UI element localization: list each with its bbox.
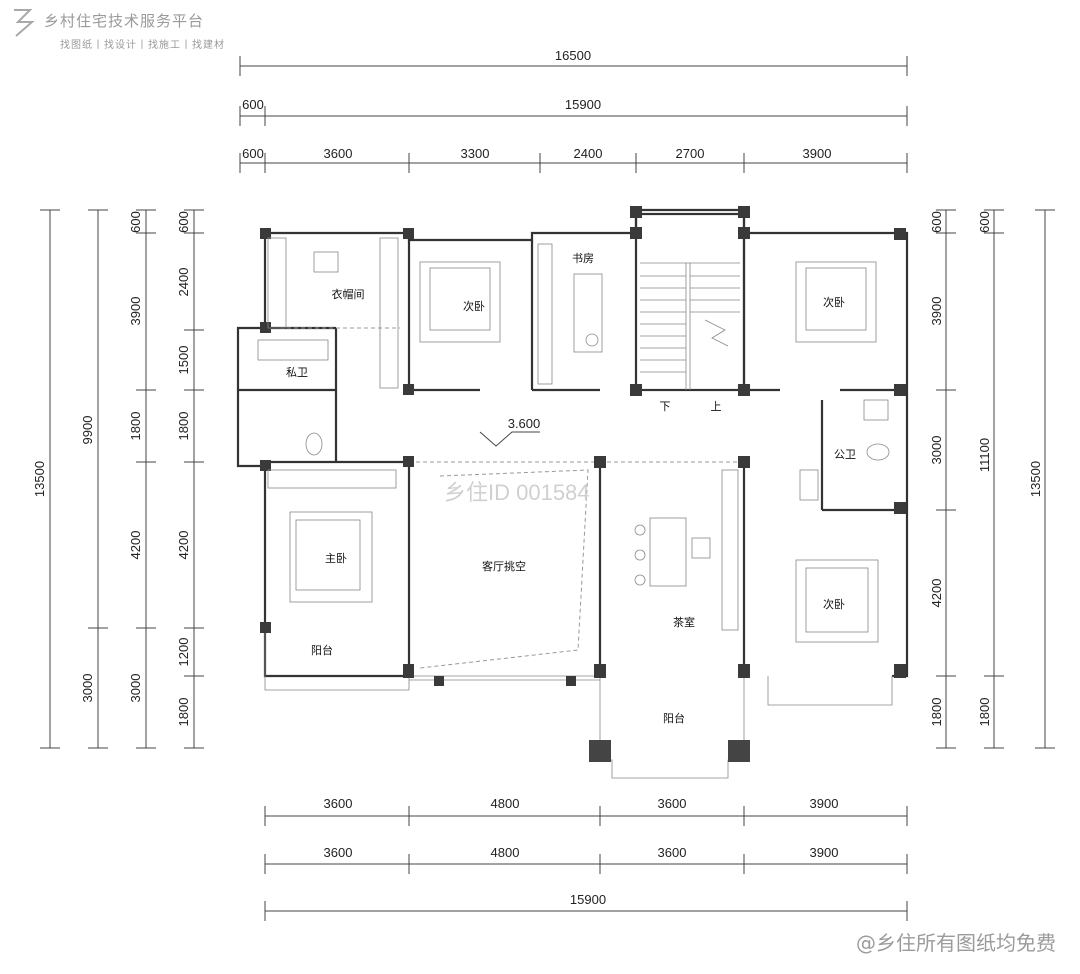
dim-left-inner-0: 600 — [176, 211, 191, 233]
room-label-bedroom-c: 次卧 — [823, 597, 845, 611]
dim-right-mid-0: 600 — [977, 211, 992, 233]
room-label-bedroom-b: 次卧 — [823, 295, 845, 309]
dim-bottom-row1-3: 3900 — [810, 796, 839, 811]
dim-left-outer: 13500 — [32, 461, 47, 497]
dim-right-inner-2: 3000 — [929, 436, 944, 465]
dim-right-inner-1: 3900 — [929, 297, 944, 326]
dim-bottom-row1-0: 3600 — [324, 796, 353, 811]
brand-logo-icon — [14, 9, 35, 37]
dim-top-third-1: 3600 — [324, 146, 353, 161]
brand-header: 乡村住宅技术服务平台 找图纸丨找设计丨找施工丨找建材 — [14, 9, 225, 51]
dim-top-total: 16500 — [555, 48, 591, 63]
dim-right-inner-3: 4200 — [929, 579, 944, 608]
dim-right-inner-4: 1800 — [929, 698, 944, 727]
top-dimensions: 16500 600 15900 600 3600 3300 2400 2700 … — [239, 48, 908, 173]
dim-left-col3-0: 600 — [128, 211, 143, 233]
room-label-private-bath: 私卫 — [286, 366, 308, 379]
dim-left-mid: 9900 — [80, 416, 95, 445]
dim-bottom-row2-2: 3600 — [658, 845, 687, 860]
bottom-dimensions: 3600 4800 3600 3900 3600 4800 3600 3900 … — [264, 796, 908, 921]
dim-left-inner-2: 1500 — [176, 346, 191, 375]
room-label-master: 主卧 — [325, 552, 347, 565]
dim-left-col3-2: 1800 — [128, 412, 143, 441]
brand-title: 乡村住宅技术服务平台 — [44, 12, 204, 30]
watermark-id: 乡住ID 001584 — [444, 480, 590, 505]
dim-right-outer: 13500 — [1028, 461, 1043, 497]
dim-left-inner-1: 2400 — [176, 268, 191, 297]
left-dimensions: 13500 9900 3000 600 3900 1800 4200 3000 … — [32, 209, 204, 749]
brand-tagline: 找图纸丨找设计丨找施工丨找建材 — [60, 38, 225, 51]
dim-top-second-main: 15900 — [565, 97, 601, 112]
dim-bottom-row1-1: 4800 — [491, 796, 520, 811]
room-label-tea: 茶室 — [673, 615, 695, 629]
dim-top-third-3: 2400 — [574, 146, 603, 161]
room-label-balcony-left: 阳台 — [311, 643, 333, 657]
dim-right-mid-1: 11100 — [977, 438, 992, 472]
room-label-public-bath: 公卫 — [834, 448, 856, 461]
dim-bottom-row2-1: 4800 — [491, 845, 520, 860]
dim-left-col3-3: 4200 — [128, 531, 143, 560]
stair-label-down: 下 — [660, 400, 671, 413]
room-label-balcony-center: 阳台 — [663, 711, 685, 725]
dim-left-col3-4: 3000 — [128, 674, 143, 703]
dim-bottom-total: 15900 — [570, 892, 606, 907]
dim-top-third-4: 2700 — [676, 146, 705, 161]
dim-top-third-2: 3300 — [461, 146, 490, 161]
level-marker: 3.600 — [508, 416, 541, 431]
dim-top-second-left: 600 — [242, 97, 264, 112]
room-label-wardrobe: 衣帽间 — [332, 287, 365, 301]
room-labels: 衣帽间 次卧 书房 次卧 私卫 下 上 3.600 公卫 主卧 客厅挑空 茶室 … — [286, 252, 856, 725]
dim-left-inner-3: 1800 — [176, 412, 191, 441]
furniture — [257, 237, 890, 643]
dim-bottom-row1-2: 3600 — [658, 796, 687, 811]
dim-left-mid-bottom: 3000 — [80, 674, 95, 703]
dim-bottom-row2-0: 3600 — [324, 845, 353, 860]
dim-left-col3-1: 3900 — [128, 297, 143, 326]
copyright-notice: @乡住所有图纸均免费 — [856, 931, 1056, 955]
dim-right-inner-0: 600 — [929, 211, 944, 233]
dim-top-third-0: 600 — [242, 146, 264, 161]
dim-left-inner-5: 1200 — [176, 638, 191, 667]
dim-right-mid-2: 1800 — [977, 698, 992, 727]
dim-left-inner-6: 1800 — [176, 698, 191, 727]
plan-columns — [260, 206, 906, 762]
right-dimensions: 600 3900 3000 4200 1800 600 11100 1800 1… — [929, 209, 1055, 749]
stair-label-up: 上 — [711, 400, 722, 413]
staircase — [640, 262, 740, 390]
dim-top-third-5: 3900 — [803, 146, 832, 161]
dim-left-inner-4: 4200 — [176, 531, 191, 560]
room-label-void: 客厅挑空 — [482, 559, 526, 573]
dim-bottom-row2-3: 3900 — [810, 845, 839, 860]
room-label-study: 书房 — [572, 252, 594, 265]
room-label-bedroom-a: 次卧 — [463, 299, 485, 313]
